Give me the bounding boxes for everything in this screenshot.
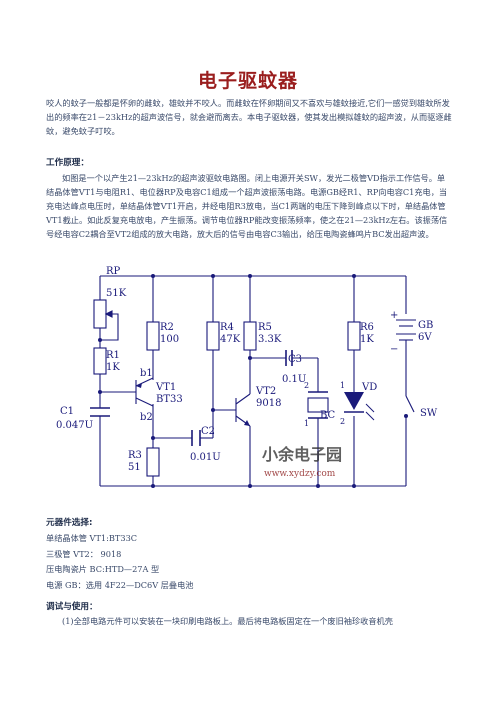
bc-pin1: 2 [304, 381, 309, 390]
usage-paragraph: (1)全部电路元件可以安装在一块印刷电路板上。最后将电路板固定在一个废旧袖珍收音… [62, 616, 393, 626]
component-item: 单结晶体管 VT1:BT33C [46, 533, 138, 543]
vt1-label: VT1 [155, 382, 176, 393]
watermark-brand: 小余电子园 [262, 445, 342, 464]
bc-label: BC [320, 410, 336, 421]
r4-label: R4 [220, 322, 234, 333]
vt1-b2-label: b2 [140, 412, 153, 423]
r2-value: 100 [160, 334, 179, 345]
rp-label: RP [106, 266, 121, 277]
r1-value: 1K [106, 362, 120, 373]
component-item: 三极管 VT2： 9018 [46, 549, 122, 559]
intro-paragraph: 咬人的蚊子一般都是怀卵的雌蚊，雄蚊并不咬人。而雌蚊在怀卵期间又不喜欢与雄蚊接近,… [46, 98, 452, 136]
c3-value: 0.1U [282, 374, 306, 385]
r4-value: 47K [220, 334, 241, 345]
buzzer-bc [307, 391, 329, 419]
r5-label: R5 [258, 322, 272, 333]
r3-value: 51 [128, 462, 141, 473]
gb-label: GB [418, 320, 433, 331]
c2-label: C2 [201, 426, 215, 437]
c1-label: C1 [60, 406, 74, 417]
gb-minus: − [390, 344, 398, 355]
component-item: 电源 GB：选用 4F22—DC6V 层叠电池 [46, 580, 194, 590]
principle-paragraph: 如图是一个以产生21—23kHz的超声波驱蚊电路图。闭上电源开关SW，发光二极管… [46, 173, 448, 239]
vt1-b1-label: b1 [140, 368, 153, 379]
vt2-type: 9018 [256, 398, 281, 409]
vd-label: VD [361, 382, 377, 393]
junction-dots [98, 274, 408, 488]
bc-pin2: 1 [304, 419, 309, 428]
vd-pin1: 1 [340, 381, 345, 390]
components-heading: 元器件选择: [46, 518, 93, 528]
circuit-diagram: RP 51K R1 1K C1 0.047U R2 100 b1 VT1 BT3… [56, 266, 438, 488]
r1-label: R1 [106, 350, 120, 361]
gb-plus: + [390, 310, 398, 321]
page-title: 电子驱蚊器 [197, 70, 298, 92]
r6-value: 1K [360, 334, 374, 345]
vt1-emitter-arrow [136, 383, 142, 388]
vd-pin2: 2 [340, 417, 345, 426]
c1-value: 0.047U [56, 420, 93, 431]
vt1-type: BT33 [156, 394, 183, 405]
c3-label: C3 [288, 354, 302, 365]
led-vd [344, 392, 375, 421]
principle-heading: 工作原理： [46, 158, 89, 168]
resistor-bodies [93, 299, 361, 477]
sw-label: SW [420, 408, 438, 419]
r2-label: R2 [160, 322, 174, 333]
rp-wiper-arrow [104, 310, 113, 318]
rp-value: 51K [106, 288, 127, 299]
vt2-emitter-arrow [244, 420, 250, 426]
c2-value: 0.01U [190, 452, 221, 463]
r3-label: R3 [128, 450, 142, 461]
watermark-url: www.xydzy.com [264, 469, 336, 479]
gb-value: 6V [418, 332, 432, 343]
capacitor-plates [90, 350, 293, 446]
usage-heading: 调试与使用： [46, 602, 98, 612]
r6-label: R6 [360, 322, 374, 333]
r5-value: 3.3K [258, 334, 282, 345]
component-item: 压电陶瓷片 BC:HTD—27A 型 [46, 564, 160, 574]
vt2-label: VT2 [255, 386, 276, 397]
